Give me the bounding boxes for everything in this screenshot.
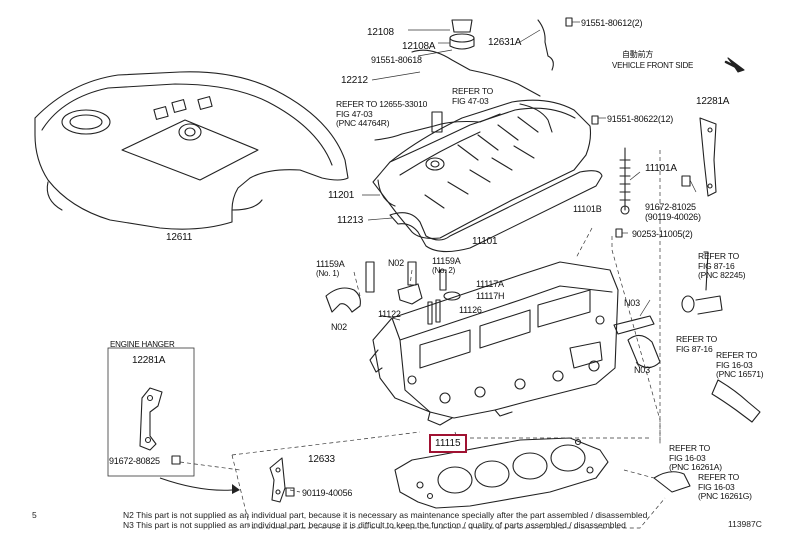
label-90119-40026: (90119-40026) [645, 212, 701, 222]
bolts [171, 17, 691, 497]
label-refer-fig16-right: REFER TO FIG 16-03 (PNC 16571) [716, 350, 764, 379]
hanger-arrow-line [159, 477, 233, 491]
cylinder-head-11101 [369, 261, 619, 426]
label-11213: 11213 [337, 215, 364, 226]
label-90119-40056: 90119-40056 [302, 488, 353, 498]
hanger-arrow-head [232, 484, 240, 494]
label-11201: 11201 [328, 190, 355, 201]
label-front-jp: 自動前方 [622, 50, 654, 59]
page-mark: 5 [32, 510, 37, 520]
label-91551-80612: 91551-80612(2) [581, 18, 643, 28]
footnote-n3: N3 This part is not supplied as an indiv… [123, 520, 626, 530]
label-refer-fig87-mid: REFER TO FIG 87-16 [676, 334, 718, 354]
label-12108A: 12108A [402, 41, 436, 52]
label-N02-b: N02 [331, 322, 347, 332]
water-hose [653, 379, 761, 493]
oil-dipstick-area [374, 111, 501, 141]
label-11115-highlighted[interactable]: 11115 [429, 434, 467, 453]
label-12631A: 12631A [488, 37, 522, 48]
head-gasket-11115 [394, 437, 609, 509]
label-N03-a: N03 [624, 298, 640, 308]
engine-hanger-front [269, 457, 286, 503]
oil-filler-cap [449, 19, 475, 50]
label-12212: 12212 [341, 75, 368, 86]
engine-cover-12611 [34, 71, 349, 230]
engine-hanger-box [107, 347, 195, 477]
figure-code: 113987C [728, 519, 762, 529]
label-refer-16261A: REFER TO FIG 16-03 (PNC 16261A) [669, 443, 722, 472]
label-11126: 11126 [459, 305, 482, 315]
label-12108: 12108 [367, 27, 394, 38]
label-91551-80618: 91551-80618 [371, 55, 422, 65]
label-N02-a: N02 [388, 258, 404, 268]
label-12633: 12633 [308, 454, 335, 465]
label-front-en: VEHICLE FRONT SIDE [612, 61, 694, 70]
label-11101: 11101 [472, 236, 498, 247]
label-91551-80622: 91551-80622(12) [607, 114, 674, 124]
label-11159A-no2: 11159A (No. 2) [432, 256, 461, 275]
label-12281A-bottom: 12281A [132, 355, 166, 366]
label-12611: 12611 [166, 232, 193, 243]
label-91672-80825: 91672-80825 [109, 456, 160, 466]
engine-hanger-left [139, 387, 163, 451]
label-11101B: 11101B [573, 204, 602, 214]
label-engine-hanger: ENGINE HANGER [110, 340, 175, 349]
front-arrow [727, 57, 745, 73]
label-90253-11005: 90253-11005(2) [632, 229, 693, 239]
ventilation-hose [411, 19, 554, 133]
label-11101A: 11101A [645, 163, 677, 174]
leader-lines [362, 21, 697, 369]
label-11117H: 11117H [476, 291, 505, 301]
label-12281A-top: 12281A [696, 96, 730, 107]
camshaft-bearing-caps [325, 283, 461, 325]
label-11122: 11122 [378, 309, 401, 319]
head-cover-gasket-11213 [389, 170, 603, 253]
label-91672-81025: 91672-81025 [645, 202, 696, 212]
engine-hanger-12281A-top [699, 117, 717, 197]
label-refer-16261G: REFER TO FIG 16-03 (PNC 16261G) [698, 472, 752, 501]
label-refer-12655: REFER TO 12655-33010 FIG 47-03 (PNC 4476… [336, 99, 428, 128]
label-11117A: 11117A [476, 279, 504, 289]
label-11159A-no1: 11159A (No. 1) [316, 259, 345, 278]
label-refer-fig87-top: REFER TO FIG 87-16 (PNC 82245) [698, 251, 746, 280]
label-N03-b: N03 [634, 365, 650, 375]
label-refer-fig47: REFER TO FIG 47-03 [452, 86, 494, 106]
footnote-n2: N2 This part is not supplied as an indiv… [123, 510, 648, 520]
